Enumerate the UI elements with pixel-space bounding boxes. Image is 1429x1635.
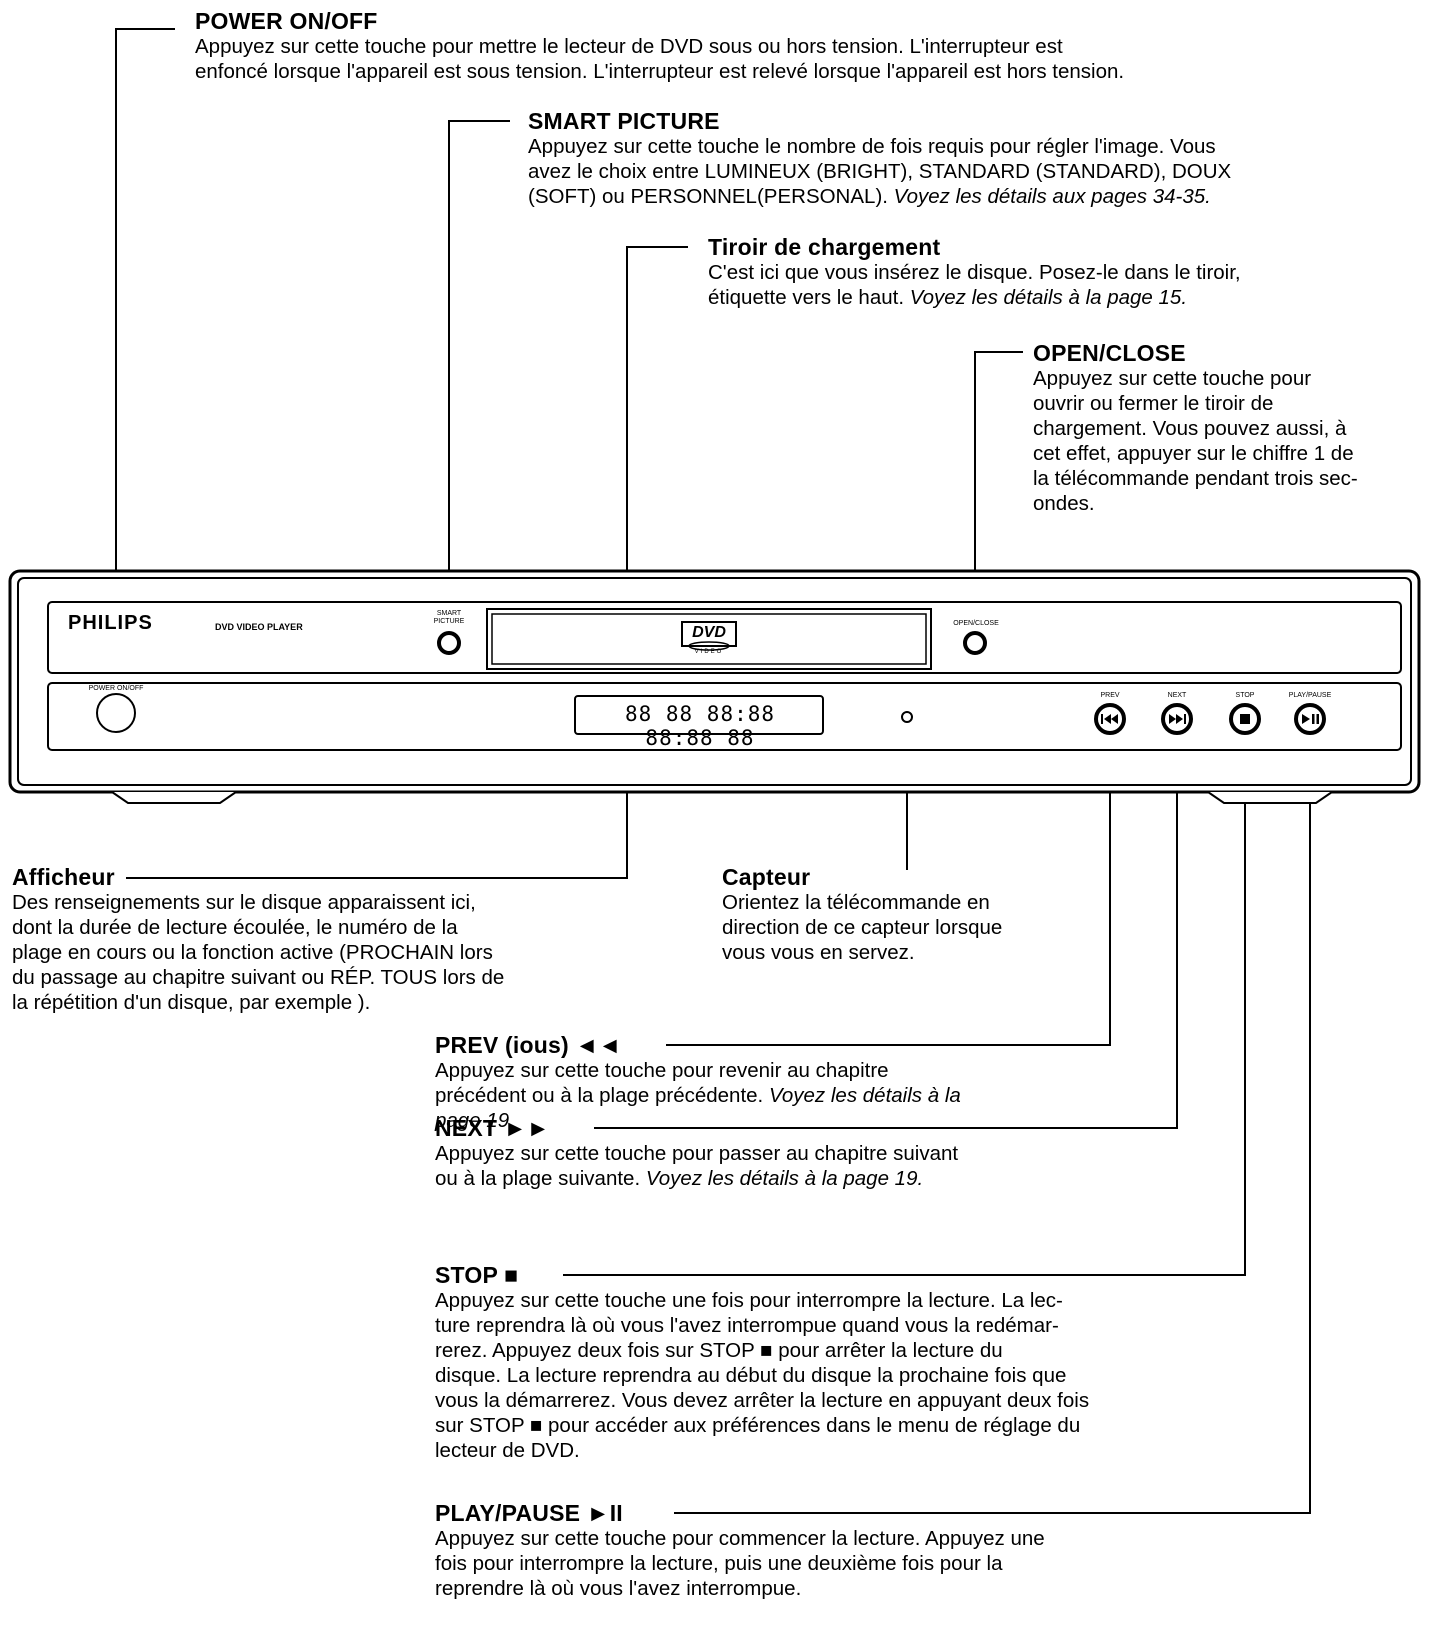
callout-tray-line: étiquette vers le haut. Voyez les détail…	[708, 285, 1241, 310]
callout-tray-title: Tiroir de chargement	[708, 234, 941, 260]
callout-play-pause: PLAY/PAUSE ►II Appuyez sur cette touche …	[435, 1500, 1045, 1601]
callout-next: NEXT ►► Appuyez sur cette touche pour pa…	[435, 1115, 958, 1191]
callout-open-close-line: ondes.	[1033, 492, 1095, 515]
callout-next-line: Appuyez sur cette touche pour passer au …	[435, 1142, 959, 1165]
leader-prev	[666, 743, 1111, 1046]
next-label: NEXT	[1167, 692, 1187, 699]
dvd-logo-text: DVD	[692, 624, 726, 641]
callout-display: Afficheur Des renseignements sur le disq…	[12, 864, 504, 1015]
leader-play	[674, 743, 1311, 1514]
callout-open-close-title: OPEN/CLOSE	[1033, 340, 1186, 366]
callout-display-line: dont la durée de lecture écoulée, le num…	[12, 916, 458, 939]
smart-picture-label: SMART PICTURE	[419, 610, 479, 626]
callout-smart-picture-ref: Voyez les détails aux pages 34-35.	[893, 185, 1211, 208]
callout-sensor: Capteur Orientez la télécommande en dire…	[722, 864, 1002, 965]
callout-power: POWER ON/OFF Appuyez sur cette touche po…	[195, 8, 1124, 84]
callout-play-pause-line: reprendre là où vous l'avez interrompue.	[435, 1577, 802, 1600]
callout-next-title: NEXT ►►	[435, 1115, 550, 1141]
callout-smart-picture-text: (SOFT) ou PERSONNEL(PERSONAL).	[528, 185, 894, 208]
callout-play-pause-title: PLAY/PAUSE ►II	[435, 1500, 623, 1526]
callout-stop-line: rerez. Appuyez deux fois sur STOP ■ pour…	[435, 1339, 1003, 1362]
callout-display-line: du passage au chapitre suivant ou RÉP. T…	[12, 966, 505, 989]
callout-smart-picture-title: SMART PICTURE	[528, 108, 720, 134]
callout-power-title: POWER ON/OFF	[195, 8, 378, 34]
leader-power	[115, 28, 175, 672]
callout-tray-line: C'est ici que vous insérez le disque. Po…	[708, 261, 1241, 284]
smart-picture-button	[437, 631, 461, 655]
open-close-label: OPEN/CLOSE	[953, 620, 999, 627]
power-button	[96, 693, 136, 733]
callout-stop-line: Appuyez sur cette touche une fois pour i…	[435, 1289, 1063, 1312]
leader-open-close	[974, 351, 1023, 618]
stop-label: STOP	[1235, 692, 1255, 699]
display-window	[574, 695, 824, 735]
sensor-icon	[901, 711, 913, 723]
leader-tray	[626, 246, 688, 632]
callout-smart-picture-line: Appuyez sur cette touche le nombre de fo…	[528, 135, 1216, 158]
model-text: DVD VIDEO PLAYER	[215, 622, 303, 632]
dvd-logo-icon	[681, 621, 737, 647]
callout-smart-picture-line: avez le choix entre LUMINEUX (BRIGHT), S…	[528, 160, 1232, 183]
display-segments: 88 88 88:88 88:88 88	[624, 702, 776, 750]
play-pause-label: PLAY/PAUSE	[1288, 692, 1332, 699]
callout-play-pause-line: fois pour interrompre la lecture, puis u…	[435, 1552, 1003, 1575]
callout-display-line: Des renseignements sur le disque apparai…	[12, 891, 476, 914]
leader-next	[594, 743, 1178, 1129]
callout-open-close-line: ouvrir ou fermer le tiroir de	[1033, 392, 1274, 415]
callout-stop-line: disque. La lecture reprendra au début du…	[435, 1364, 1067, 1387]
callout-stop-line: vous la démarrerez. Vous devez arrêter l…	[435, 1389, 1090, 1412]
callout-prev-line: précédent ou à la plage précédente. Voye…	[435, 1083, 961, 1108]
callout-play-pause-line: Appuyez sur cette touche pour commencer …	[435, 1527, 1045, 1550]
smart-picture-label-line1: SMART	[436, 610, 462, 617]
callout-sensor-title: Capteur	[722, 864, 811, 890]
callout-stop-line: sur STOP ■ pour accéder aux préférences …	[435, 1414, 1081, 1437]
open-close-button	[963, 631, 987, 655]
callout-display-title: Afficheur	[12, 864, 115, 890]
brand-logo: PHILIPS	[68, 612, 153, 634]
callout-open-close-line: la télécommande pendant trois sec-	[1033, 467, 1358, 490]
callout-stop: STOP ■ Appuyez sur cette touche une fois…	[435, 1262, 1089, 1463]
callout-open-close-line: chargement. Vous pouvez aussi, à	[1033, 417, 1347, 440]
callout-prev-text: précédent ou à la plage précédente.	[435, 1084, 769, 1107]
callout-smart-picture-line: (SOFT) ou PERSONNEL(PERSONAL). Voyez les…	[528, 184, 1231, 209]
leader-smart-picture	[448, 120, 510, 618]
callout-sensor-line: vous vous en servez.	[722, 941, 915, 964]
callout-stop-line: ture reprendra là où vous l'avez interro…	[435, 1314, 1059, 1337]
prev-label: PREV	[1100, 692, 1120, 699]
callout-stop-line: lecteur de DVD.	[435, 1439, 580, 1462]
callout-display-line: la répétition d'un disque, par exemple )…	[12, 991, 371, 1014]
dvd-player	[8, 569, 1421, 804]
callout-next-ref: Voyez les détails à la page 19.	[645, 1167, 924, 1190]
power-label: POWER ON/OFF	[88, 685, 144, 692]
dvd-logo-subtext: VIDEO	[694, 649, 724, 655]
callout-sensor-line: Orientez la télécommande en	[722, 891, 990, 914]
callout-tray: Tiroir de chargement C'est ici que vous …	[708, 234, 1241, 310]
callout-smart-picture: SMART PICTURE Appuyez sur cette touche l…	[528, 108, 1231, 209]
callout-tray-ref: Voyez les détails à la page 15.	[909, 286, 1188, 309]
callout-open-close: OPEN/CLOSE Appuyez sur cette touche pour…	[1033, 340, 1358, 516]
callout-prev: PREV (ious) ◄◄ Appuyez sur cette touche …	[435, 1032, 961, 1133]
callout-sensor-line: direction de ce capteur lorsque	[722, 916, 1003, 939]
callout-next-line: ou à la plage suivante. Voyez les détail…	[435, 1166, 958, 1191]
callout-open-close-line: Appuyez sur cette touche pour	[1033, 367, 1312, 390]
smart-picture-label-line2: PICTURE	[433, 618, 465, 625]
callout-prev-line: page 19.	[435, 1109, 515, 1132]
callout-prev-ref: Voyez les détails à la	[768, 1084, 961, 1107]
callout-power-line: Appuyez sur cette touche pour mettre le …	[195, 35, 1063, 58]
callout-stop-title: STOP ■	[435, 1262, 519, 1288]
callout-next-text: ou à la plage suivante.	[435, 1167, 646, 1190]
callout-display-line: plage en cours ou la fonction active (PR…	[12, 941, 493, 964]
callout-open-close-line: cet effet, appuyer sur le chiffre 1 de	[1033, 442, 1354, 465]
leader-stop	[563, 743, 1246, 1276]
callout-tray-text: étiquette vers le haut.	[708, 286, 910, 309]
callout-prev-line: Appuyez sur cette touche pour revenir au…	[435, 1059, 889, 1082]
callout-prev-title: PREV (ious) ◄◄	[435, 1032, 622, 1058]
callout-power-line: enfoncé lorsque l'appareil est sous tens…	[195, 60, 1125, 83]
